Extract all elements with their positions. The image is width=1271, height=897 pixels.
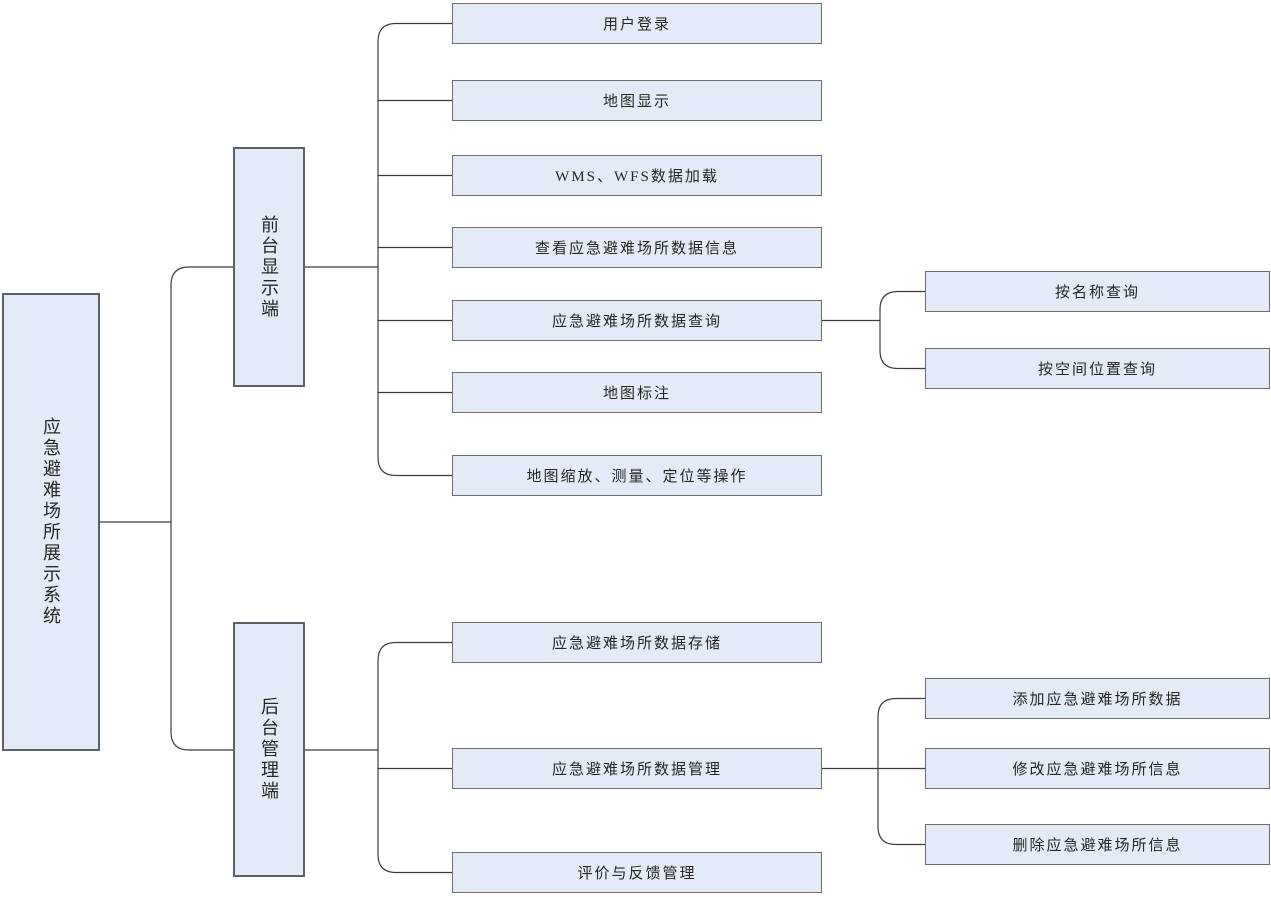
- connector-main-trunk: [170, 266, 233, 751]
- node-shelter-data-manage: 应急避难场所数据管理: [452, 748, 822, 789]
- node-root-system: 应急避难场所展示系统: [2, 293, 100, 751]
- node-feedback-manage: 评价与反馈管理: [452, 852, 822, 893]
- node-query-by-name: 按名称查询: [925, 271, 1270, 312]
- connector-front-children-trunk: [377, 22, 452, 477]
- node-user-login: 用户登录: [452, 3, 822, 44]
- connector-query-children-trunk: [879, 290, 925, 370]
- node-view-shelter-info: 查看应急避难场所数据信息: [452, 227, 822, 268]
- connector-manage-children-trunk: [877, 697, 925, 846]
- node-map-annotate: 地图标注: [452, 372, 822, 413]
- node-map-display: 地图显示: [452, 80, 822, 121]
- node-back-manage: 后台管理端: [233, 622, 305, 877]
- node-map-operations: 地图缩放、测量、定位等操作: [452, 455, 822, 496]
- node-shelter-data-query: 应急避难场所数据查询: [452, 300, 822, 341]
- node-add-shelter-data: 添加应急避难场所数据: [925, 678, 1270, 719]
- connector-back-children-trunk: [377, 641, 452, 874]
- node-edit-shelter-info: 修改应急避难场所信息: [925, 748, 1270, 789]
- node-wms-wfs-load: WMS、WFS数据加载: [452, 155, 822, 196]
- node-query-by-location: 按空间位置查询: [925, 348, 1270, 389]
- node-delete-shelter-info: 删除应急避难场所信息: [925, 824, 1270, 865]
- node-front-display: 前台显示端: [233, 147, 305, 387]
- node-shelter-data-storage: 应急避难场所数据存储: [452, 622, 822, 663]
